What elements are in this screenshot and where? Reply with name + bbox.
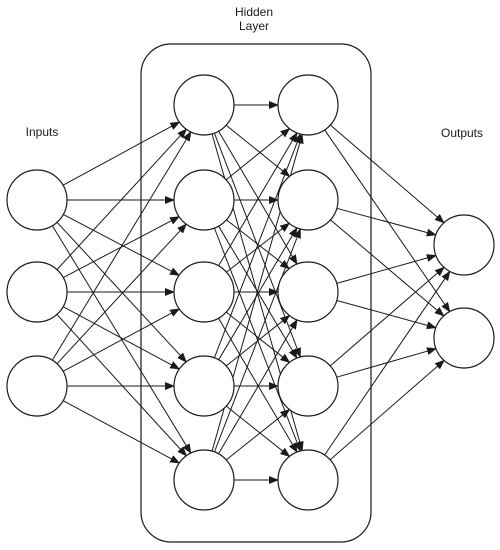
edge-hidden-1-5-to-hidden-2-4 (225, 408, 291, 461)
inputs-node-3 (6, 355, 68, 417)
hidden-2-node-5 (277, 449, 339, 511)
edge-hidden-1-3-to-hidden-2-1 (218, 132, 298, 267)
hidden-2-node-1 (277, 74, 339, 136)
hidden-1-node-5 (173, 449, 235, 511)
edge-hidden-2-4-to-outputs-1 (329, 266, 445, 367)
edge-inputs-2-to-hidden-1-1 (56, 128, 187, 270)
hidden-2-node-4 (277, 355, 339, 417)
edge-hidden-2-1-to-outputs-1 (330, 124, 445, 224)
edge-hidden-2-4-to-outputs-2 (336, 347, 437, 378)
edge-hidden-1-5-to-hidden-2-3 (218, 319, 298, 455)
edge-inputs-3-to-hidden-1-1 (51, 131, 192, 361)
hidden-2-node-2 (277, 169, 339, 231)
edge-hidden-1-4-to-hidden-2-3 (225, 314, 291, 367)
hidden-1-node-1 (173, 74, 235, 136)
edge-hidden-2-3-to-outputs-1 (336, 254, 437, 284)
outputs-node-2 (433, 307, 495, 369)
outputs-node-1 (433, 214, 495, 276)
inputs-node-1 (6, 169, 68, 231)
inputs-node-2 (6, 261, 68, 323)
edge-inputs-2-to-hidden-1-5 (56, 314, 188, 457)
edge-hidden-1-3-to-hidden-2-2 (226, 222, 290, 273)
edge-hidden-1-4-to-hidden-2-5 (225, 405, 291, 458)
edge-hidden-2-2-to-outputs-2 (330, 219, 445, 317)
edge-inputs-2-to-hidden-1-4 (62, 306, 181, 370)
hidden-layer-label-line2: Layer (239, 19, 269, 33)
edge-inputs-3-to-hidden-1-2 (56, 223, 187, 365)
outputs-label: Outputs (441, 126, 483, 140)
edge-inputs-3-to-hidden-1-5 (62, 400, 181, 464)
edge-hidden-1-5-to-hidden-2-2 (213, 228, 301, 453)
hidden-layer-container (140, 43, 372, 543)
edge-inputs-3-to-hidden-1-3 (62, 308, 181, 372)
edge-hidden-2-1-to-outputs-2 (324, 129, 451, 313)
hidden-1-node-2 (173, 169, 235, 231)
edge-hidden-1-3-to-hidden-2-5 (218, 317, 298, 453)
edge-inputs-1-to-hidden-1-1 (62, 121, 181, 186)
edge-hidden-1-1-to-hidden-2-2 (225, 124, 291, 177)
inputs-label: Inputs (26, 125, 59, 139)
edge-hidden-1-3-to-hidden-2-4 (225, 311, 291, 364)
edge-hidden-1-4-to-hidden-2-2 (218, 227, 298, 361)
edge-hidden-2-5-to-outputs-2 (329, 359, 445, 461)
nodes-group (6, 74, 495, 511)
hidden-1-node-4 (173, 355, 235, 417)
hidden-layer-label-line1: Hidden (235, 5, 273, 19)
hidden-2-node-3 (277, 261, 339, 323)
edge-hidden-2-2-to-outputs-1 (336, 207, 437, 237)
edge-hidden-1-1-to-hidden-2-3 (218, 130, 298, 265)
edge-hidden-2-5-to-outputs-1 (324, 270, 451, 456)
edge-hidden-2-3-to-outputs-2 (336, 300, 437, 330)
edge-hidden-1-2-to-hidden-2-1 (225, 128, 291, 181)
edge-inputs-1-to-hidden-1-3 (63, 214, 180, 276)
hidden-1-node-3 (173, 261, 235, 323)
edge-hidden-1-4-to-hidden-2-1 (213, 133, 301, 359)
